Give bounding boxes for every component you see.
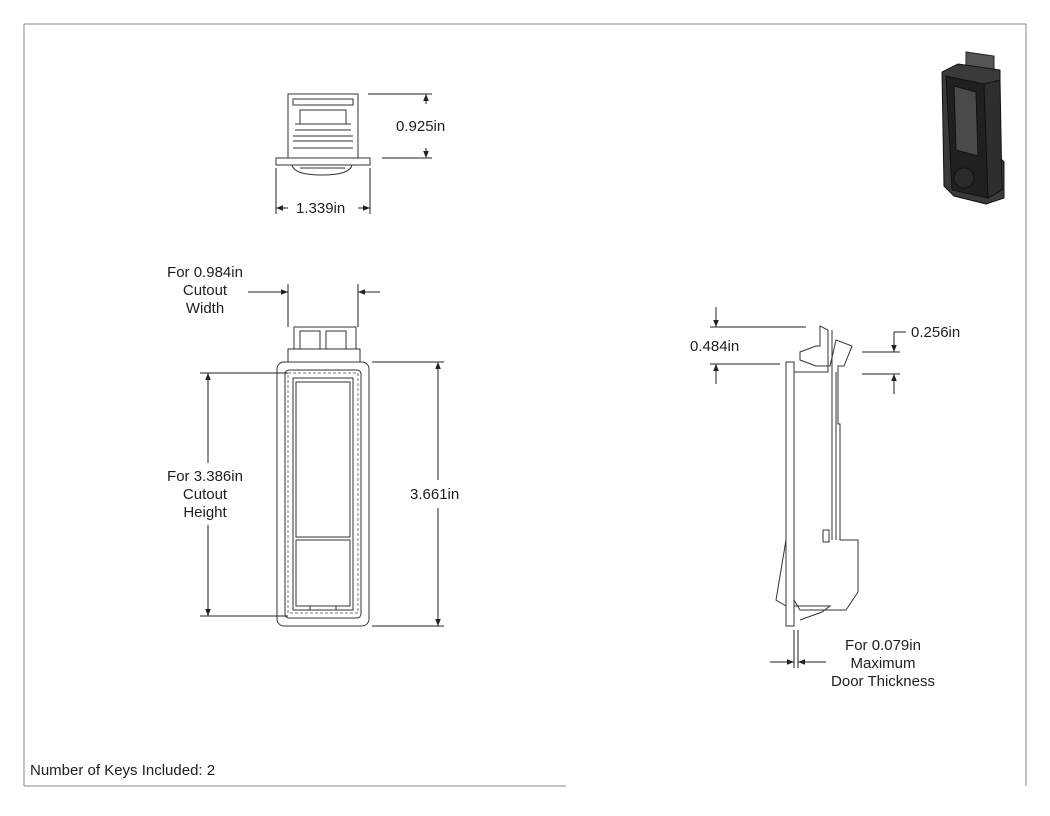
cutout-width-label: For 0.984in Cutout Width (160, 264, 250, 318)
cutout-width-dimension (248, 284, 380, 327)
door-thickness-line-1: For 0.079in (845, 637, 921, 654)
overall-height-label: 3.661in (410, 486, 460, 503)
overall-height-dimension (372, 361, 444, 627)
cutout-width-line-1: For 0.984in (167, 264, 243, 281)
cutout-width-line-2: Cutout (182, 282, 228, 299)
side-offset-b-dimension (862, 331, 906, 394)
cutout-height-label: For 3.386in Cutout Height (160, 468, 250, 522)
cutout-height-dimension (200, 372, 288, 617)
door-thickness-dimension (770, 630, 826, 668)
side-view (775, 325, 859, 627)
cutout-height-line-2: Cutout (182, 486, 228, 503)
cutout-height-line-3: Height (183, 504, 227, 521)
top-height-dimension (368, 93, 432, 159)
side-offset-b-label: 0.256in (911, 324, 961, 341)
door-thickness-label: For 0.079in Maximum Door Thickness (823, 637, 943, 691)
front-view (276, 326, 370, 627)
sheet-border (23, 23, 1027, 787)
top-width-label: 1.339in (296, 200, 346, 217)
keys-included-note: Number of Keys Included: 2 (30, 762, 216, 779)
cutout-width-line-3: Width (185, 300, 225, 317)
side-offset-a-label: 0.484in (690, 338, 740, 355)
door-thickness-line-3: Door Thickness (831, 673, 935, 690)
top-height-label: 0.925in (396, 118, 446, 135)
top-width-dimension (275, 168, 371, 214)
latch-3d-preview-icon (941, 51, 1005, 205)
top-view (275, 93, 371, 176)
side-offset-a-dimension (710, 307, 806, 384)
door-thickness-line-2: Maximum (850, 655, 916, 672)
cutout-height-line-1: For 3.386in (167, 468, 243, 485)
